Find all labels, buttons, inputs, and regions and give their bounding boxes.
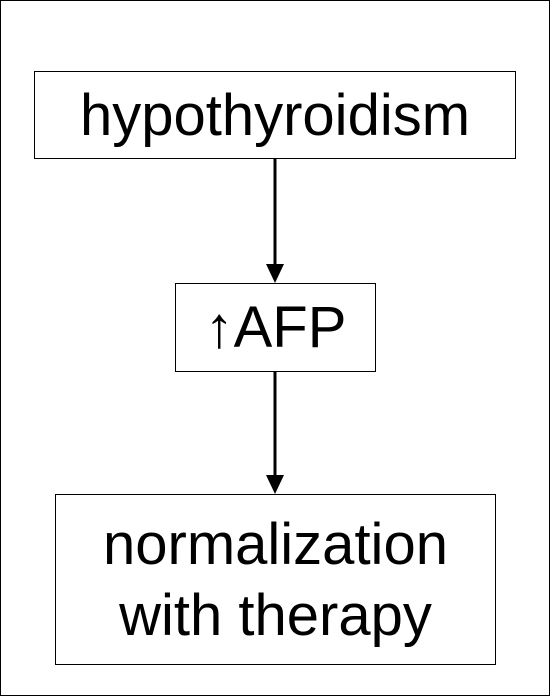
node-hypothyroidism-label: hypothyroidism (79, 82, 471, 148)
node-hypothyroidism: hypothyroidism (34, 71, 516, 159)
arrow-hypothyroidism-to-afp (266, 159, 284, 283)
node-normalization: normalization with therapy (55, 494, 496, 665)
node-afp: ↑AFP (175, 283, 376, 372)
arrow-afp-to-normalization (266, 372, 284, 494)
node-afp-label: ↑AFP (204, 295, 347, 360)
node-normalization-label: normalization with therapy (103, 511, 448, 648)
